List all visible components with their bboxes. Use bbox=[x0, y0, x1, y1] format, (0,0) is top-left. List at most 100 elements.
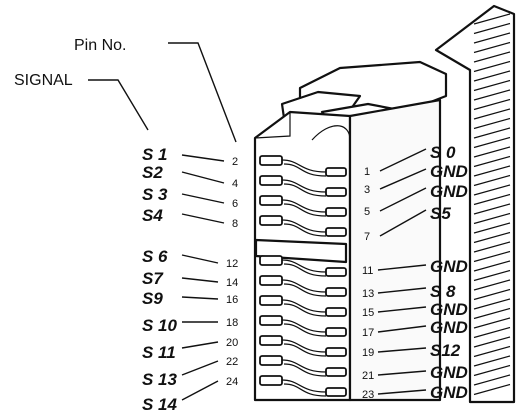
left-leader-line bbox=[181, 360, 219, 376]
left-leader-line bbox=[181, 193, 225, 204]
right-signal-label: GND bbox=[430, 257, 468, 276]
contact-wire bbox=[281, 279, 327, 293]
right-pin-number: 3 bbox=[364, 184, 370, 196]
right-pin-number: 17 bbox=[362, 327, 374, 339]
contact-wire bbox=[283, 263, 327, 277]
left-signal-label: S7 bbox=[142, 269, 164, 288]
right-signal-label: GND bbox=[430, 162, 468, 181]
left-signal-label: S2 bbox=[142, 163, 163, 182]
right-pin-number: 7 bbox=[364, 231, 370, 243]
left-pin-number: 4 bbox=[232, 178, 238, 190]
contact-wire bbox=[281, 159, 327, 173]
contact-slot-left bbox=[259, 375, 283, 386]
left-pin-number: 12 bbox=[226, 258, 238, 270]
right-leader-line bbox=[379, 168, 427, 190]
contact-slot-right bbox=[325, 187, 347, 197]
contact-wire bbox=[281, 379, 327, 393]
right-signal-label: GND bbox=[430, 363, 468, 382]
right-leader-line bbox=[377, 347, 427, 353]
left-pin-number: 18 bbox=[226, 317, 238, 329]
right-pin-number: 15 bbox=[362, 307, 374, 319]
right-signal-label: GND bbox=[430, 383, 468, 402]
left-pin-number: 24 bbox=[226, 376, 238, 388]
contact-slot-left bbox=[259, 255, 283, 266]
contact-wire bbox=[283, 203, 327, 217]
left-pin-number: 22 bbox=[226, 356, 238, 368]
contact-slot-right bbox=[325, 287, 347, 297]
contact-wire bbox=[283, 303, 327, 317]
left-leader-line bbox=[181, 154, 225, 162]
right-pin-number: 23 bbox=[362, 389, 374, 401]
contact-slot-right bbox=[325, 267, 347, 277]
right-pin-number: 21 bbox=[362, 370, 374, 382]
left-pin-number: 16 bbox=[226, 294, 238, 306]
right-leader-line bbox=[379, 209, 427, 237]
right-leader-line bbox=[377, 370, 427, 376]
contact-wire bbox=[283, 363, 327, 377]
contact-slot-left bbox=[259, 215, 283, 226]
right-signal-label: S12 bbox=[430, 341, 461, 360]
right-signal-label: S5 bbox=[430, 204, 451, 223]
left-signal-label: S 14 bbox=[142, 395, 178, 414]
left-signal-label: S 11 bbox=[142, 343, 176, 362]
left-pin-number: 20 bbox=[226, 337, 238, 349]
left-signal-label: S4 bbox=[142, 206, 163, 225]
right-leader-line bbox=[377, 325, 427, 333]
right-leader-line bbox=[377, 306, 427, 313]
contact-wire bbox=[281, 359, 327, 373]
contact-wire bbox=[281, 179, 327, 193]
left-leader-line bbox=[181, 171, 225, 184]
pin-no-header: Pin No. bbox=[74, 37, 126, 54]
right-pin-number: 13 bbox=[362, 288, 374, 300]
contact-wire bbox=[281, 219, 327, 233]
left-leader-line bbox=[181, 277, 219, 283]
left-pin-number: 6 bbox=[232, 198, 238, 210]
contact-slot-right bbox=[325, 227, 347, 237]
right-signal-label: GND bbox=[430, 300, 468, 319]
contact-wire bbox=[281, 319, 327, 333]
contact-slot-left bbox=[259, 275, 283, 286]
contact-slot-right bbox=[325, 347, 347, 357]
contact-wire bbox=[281, 199, 327, 213]
left-signal-label: S 3 bbox=[142, 185, 168, 204]
signal-leader bbox=[88, 79, 149, 131]
right-pin-number: 5 bbox=[364, 206, 370, 218]
left-signal-label: S 6 bbox=[142, 247, 168, 266]
left-signal-label: S9 bbox=[142, 289, 163, 308]
left-signal-label: S 1 bbox=[142, 145, 168, 164]
signal-header: SIGNAL bbox=[14, 72, 73, 89]
right-pin-number: 11 bbox=[362, 265, 373, 277]
contact-wire bbox=[283, 163, 327, 177]
contact-wire bbox=[281, 299, 327, 313]
left-pin-number: 8 bbox=[232, 218, 238, 230]
right-signal-label: S 0 bbox=[430, 143, 456, 162]
left-leader-line bbox=[181, 213, 225, 224]
contact-wire bbox=[283, 383, 327, 397]
contact-wire bbox=[283, 223, 327, 237]
contact-wire bbox=[283, 343, 327, 357]
contact-wire bbox=[283, 323, 327, 337]
right-leader-line bbox=[377, 264, 427, 271]
left-leader-line bbox=[181, 380, 219, 401]
right-leader-line bbox=[377, 389, 427, 395]
right-leader-line bbox=[379, 187, 427, 212]
contact-slot-right bbox=[325, 307, 347, 317]
right-signal-label: GND bbox=[430, 182, 468, 201]
contact-slot-left bbox=[259, 295, 283, 306]
pin-no-leader bbox=[168, 42, 237, 143]
contact-wire bbox=[283, 283, 327, 297]
left-leader-line bbox=[181, 296, 219, 300]
left-leader-line bbox=[181, 341, 219, 349]
left-pin-number: 14 bbox=[226, 277, 238, 289]
right-leader-line bbox=[379, 148, 427, 172]
contact-slot-left bbox=[259, 195, 283, 206]
contact-slot-right bbox=[325, 207, 347, 217]
contact-slots bbox=[259, 155, 347, 397]
contact-wire bbox=[281, 259, 327, 273]
contact-slot-right bbox=[325, 327, 347, 337]
contact-slot-right bbox=[325, 387, 347, 397]
contact-slot-left bbox=[259, 315, 283, 326]
